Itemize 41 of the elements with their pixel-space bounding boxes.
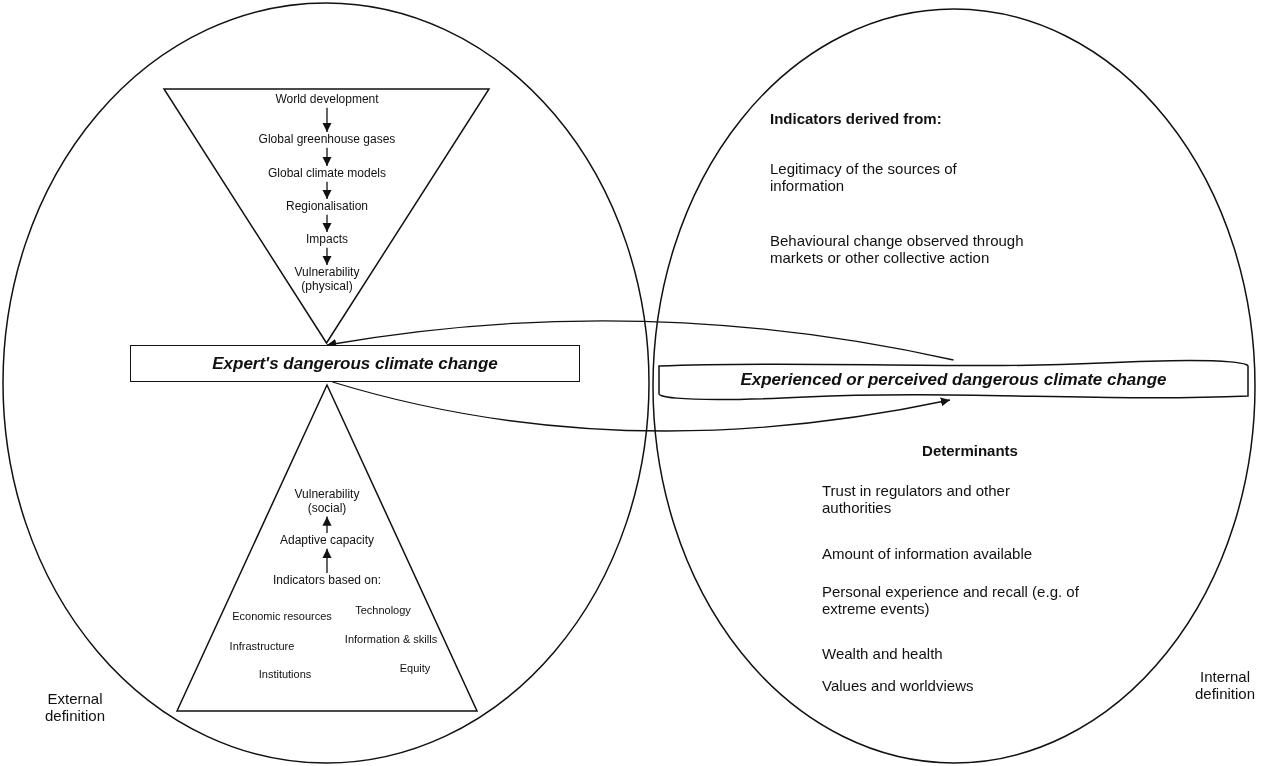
step-label: Adaptive capacity	[267, 534, 387, 548]
ellipse-outline	[2, 2, 650, 764]
heading-text: Indicators derived from:	[770, 110, 990, 128]
arrow	[322, 107, 332, 133]
list-item-text: Trust in regulators and other authorities	[822, 482, 1062, 517]
indicator-label: Technology	[350, 604, 416, 617]
definition-label: External definition	[43, 690, 106, 725]
triangle-outline	[163, 88, 490, 344]
concept-box: Expert's dangerous climate change	[130, 345, 580, 382]
step-label: Vulnerability (social)	[285, 488, 369, 516]
step-label: Regionalisation	[272, 200, 382, 214]
arrow	[331, 381, 951, 432]
triangle-outline	[176, 384, 478, 712]
definition-label: Internal definition	[1193, 668, 1256, 703]
step-label: Indicators based on:	[257, 574, 397, 588]
step-label: Vulnerability (physical)	[285, 266, 369, 294]
indicator-label: Institutions	[250, 668, 320, 681]
indicator-label: Equity	[395, 662, 435, 675]
list-item-text: Wealth and health	[822, 645, 1092, 663]
list-item-text: Behavioural change observed through markets or other collective action	[770, 232, 1025, 267]
arrow	[322, 181, 332, 200]
step-label: Impacts	[297, 233, 357, 247]
list-item-text: Amount of information available	[822, 545, 1092, 563]
indicator-label: Infrastructure	[222, 640, 302, 653]
heading-text: Determinants	[905, 442, 1035, 460]
concept-box: Experienced or perceived dangerous climate change	[657, 360, 1250, 400]
indicator-label: Information & skills	[343, 633, 439, 646]
step-label: World development	[247, 93, 407, 107]
arrow	[322, 548, 332, 574]
ellipse-outline	[652, 8, 1256, 764]
list-item-text: Personal experience and recall (e.g. of extreme events)	[822, 583, 1080, 618]
indicator-label: Economic resources	[232, 610, 332, 623]
list-item-text: Values and worldviews	[822, 677, 1092, 695]
arrow	[322, 515, 332, 534]
list-item-text: Legitimacy of the sources of information	[770, 160, 1020, 195]
step-label: Global greenhouse gases	[237, 133, 417, 147]
arrow	[322, 214, 332, 233]
step-label: Global climate models	[247, 167, 407, 181]
arrow	[322, 247, 332, 266]
arrow	[322, 147, 332, 167]
arrow	[326, 320, 955, 361]
